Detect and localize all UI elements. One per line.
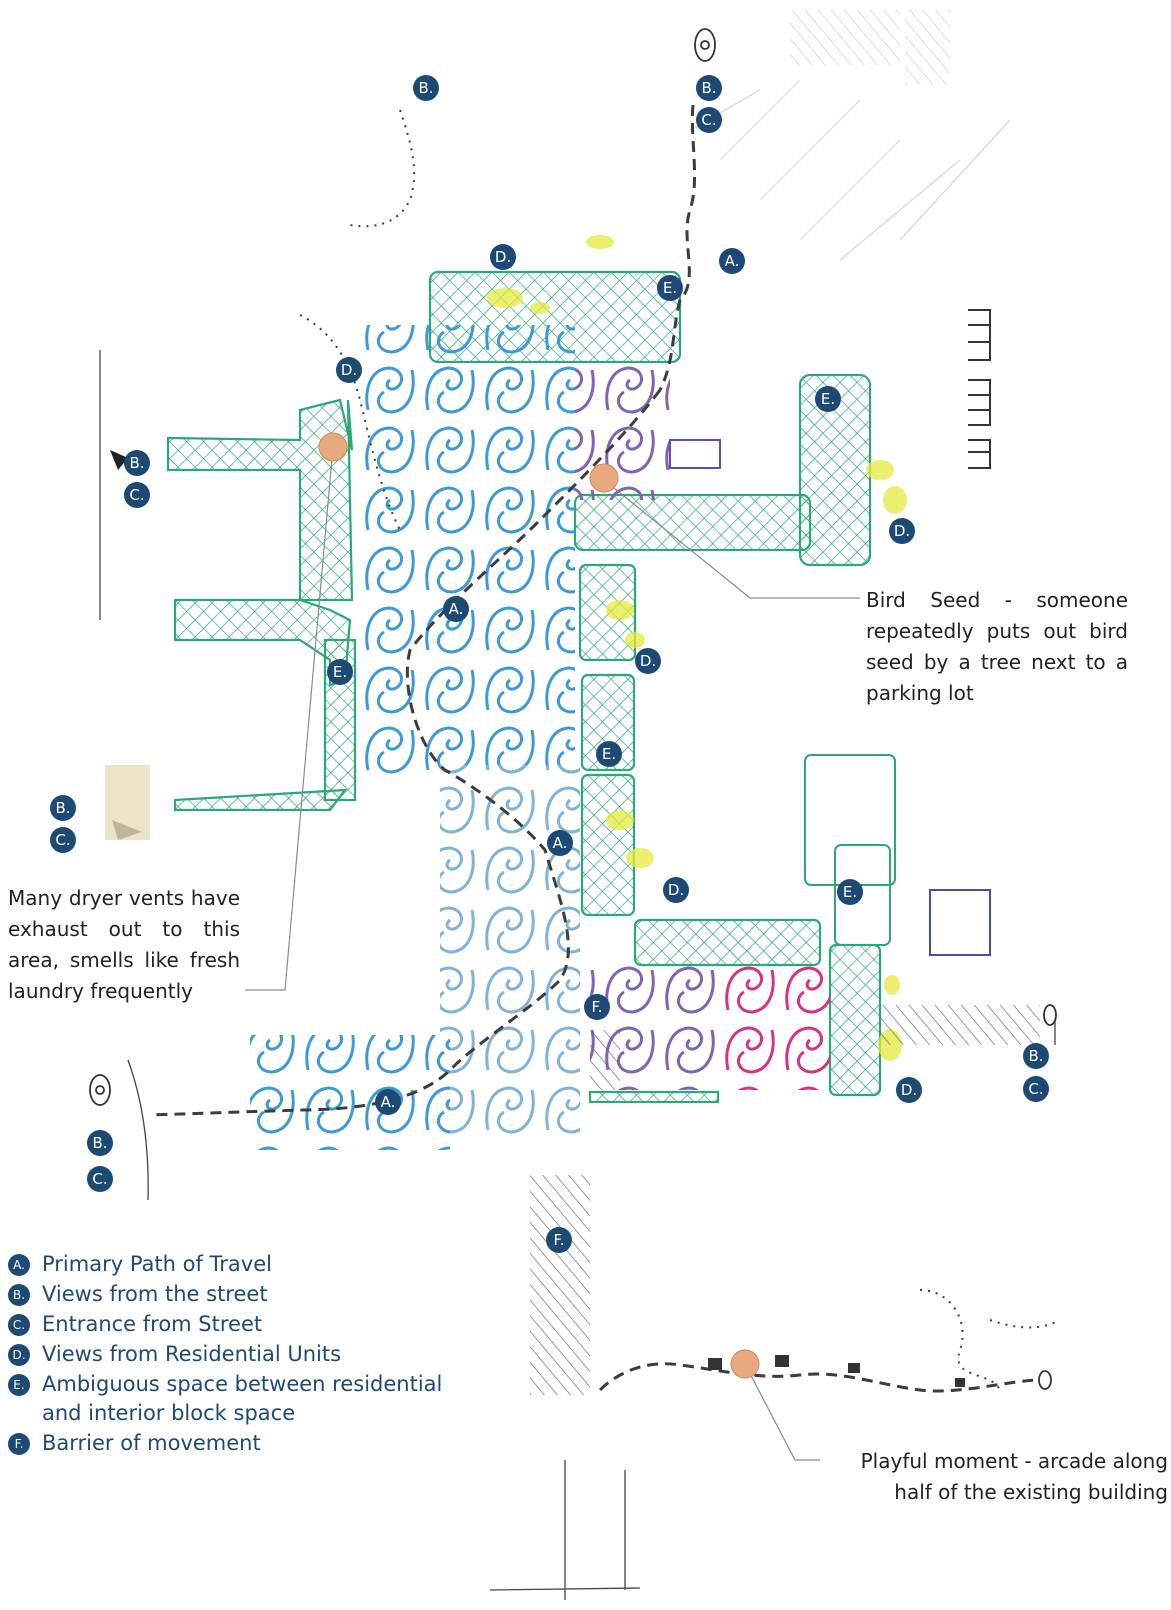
marker-f: F. <box>584 994 610 1020</box>
marker-e: E. <box>327 659 353 685</box>
background-sketch <box>690 10 1010 260</box>
shed-sketch <box>930 890 990 955</box>
marker-b: B. <box>696 75 722 101</box>
marker-d: D. <box>896 1077 922 1103</box>
marker-b: B. <box>50 795 76 821</box>
legend-item: A. Primary Path of Travel <box>8 1250 478 1279</box>
marker-c: C. <box>1023 1076 1049 1102</box>
interest-point-arcade <box>731 1350 759 1378</box>
marker-e: E. <box>815 386 841 412</box>
legend-item: F. Barrier of movement <box>8 1429 478 1458</box>
marker-e: E. <box>837 879 863 905</box>
interest-point-bird-seed <box>590 464 618 492</box>
legend-item: B. Views from the street <box>8 1280 478 1309</box>
marker-c: C. <box>124 482 150 508</box>
legend-text: Entrance from Street <box>42 1310 262 1339</box>
annotation-playful-moment: Playful moment - arcade along half of th… <box>823 1446 1168 1508</box>
annotation-bird-seed: Bird Seed - someone repeatedly puts out … <box>866 585 1128 709</box>
marker-a: A. <box>547 830 573 856</box>
marker-d: D. <box>490 244 516 270</box>
legend-item: C. Entrance from Street <box>8 1310 478 1339</box>
legend-text: Views from Residential Units <box>42 1340 341 1369</box>
marker-a: A. <box>375 1089 401 1115</box>
legend-item: E. Ambiguous space between residential a… <box>8 1370 478 1428</box>
annotation-dryer-vents: Many dryer vents have exhaust out to thi… <box>8 883 240 1007</box>
marker-a: A. <box>719 248 745 274</box>
annotation-playful-line-1: Playful moment - arcade along <box>823 1446 1168 1477</box>
marker-b: B. <box>1023 1043 1049 1069</box>
marker-c: C. <box>696 107 722 133</box>
marker-d: D. <box>663 877 689 903</box>
legend-key-f: F. <box>8 1433 30 1455</box>
marker-c: C. <box>87 1166 113 1192</box>
annotation-playful-line-2: half of the existing building <box>823 1477 1168 1508</box>
marker-d: D. <box>635 648 661 674</box>
marker-e: E. <box>596 741 622 767</box>
legend-item: D. Views from Residential Units <box>8 1340 478 1369</box>
marker-b: B. <box>413 75 439 101</box>
legend-key-b: B. <box>8 1284 30 1306</box>
legend: A. Primary Path of Travel B. Views from … <box>8 1250 478 1459</box>
marker-f: F. <box>546 1227 572 1253</box>
interest-point-dryer-vents <box>319 433 347 461</box>
legend-key-d: D. <box>8 1344 30 1366</box>
marker-d: D. <box>889 518 915 544</box>
legend-text: Barrier of movement <box>42 1429 261 1458</box>
parking-sketch <box>805 755 895 945</box>
marker-b: B. <box>87 1130 113 1156</box>
bench-sketch <box>670 440 720 468</box>
marker-e: E. <box>657 275 683 301</box>
marker-b: B. <box>124 450 150 476</box>
ladder-sketch <box>968 310 990 468</box>
legend-key-c: C. <box>8 1314 30 1336</box>
legend-text: Views from the street <box>42 1280 268 1309</box>
legend-text: Primary Path of Travel <box>42 1250 272 1279</box>
legend-key-e: E. <box>8 1374 30 1396</box>
marker-a: A. <box>443 596 469 622</box>
legend-text: Ambiguous space between residential and … <box>42 1370 462 1428</box>
marker-d: D. <box>336 357 362 383</box>
legend-key-a: A. <box>8 1254 30 1276</box>
marker-c: C. <box>50 827 76 853</box>
tape-patch <box>105 765 150 840</box>
